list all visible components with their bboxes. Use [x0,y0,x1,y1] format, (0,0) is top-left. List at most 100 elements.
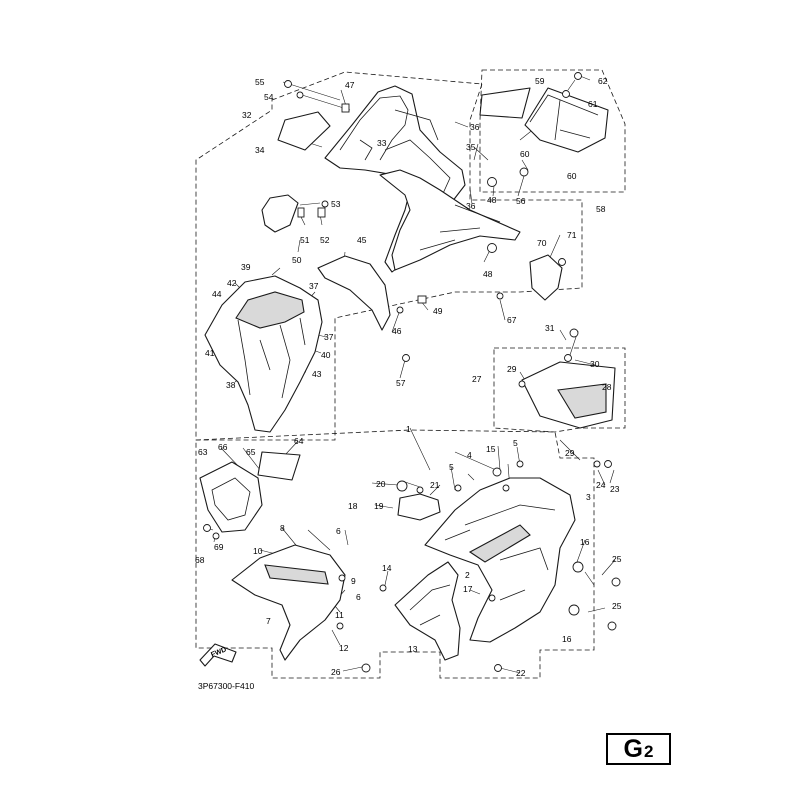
callout: 43 [312,369,322,379]
callout: 13 [408,644,418,654]
callout: 42 [227,278,237,288]
callout: 52 [320,235,330,245]
callout: 38 [226,380,236,390]
bolt-25a [611,577,621,587]
bracket-70 [529,254,563,301]
callout: 31 [545,323,555,333]
nut-48b [487,243,497,253]
bolt-56 [519,167,529,177]
bolt-67 [496,292,504,300]
callout: 23 [610,484,620,494]
duct-45 [317,255,391,331]
callout: 9 [351,576,356,586]
page-code-letter: G [623,734,643,763]
side-cowl-inner [235,291,305,329]
callout: 1 [406,424,411,434]
callout: 33 [377,138,387,148]
nut-16b [568,604,580,616]
clip-29 [518,380,526,388]
bolt-17 [488,594,496,602]
callout: 46 [392,326,402,336]
frame-lower-cowl [195,429,595,679]
side-panel-group [521,361,616,429]
callout: 71 [567,230,577,240]
callout: 35 [466,142,476,152]
callout: 57 [396,378,406,388]
callout: 28 [602,382,612,392]
washer-54 [296,91,304,99]
nut-16a [572,561,584,573]
clip-47 [341,103,350,113]
callout: 4 [467,450,472,460]
callout: 45 [357,235,367,245]
callout: 14 [382,563,392,573]
callout: 6 [356,592,361,602]
callout: 68 [195,555,205,565]
callout: 10 [253,546,263,556]
callout: 15 [486,444,496,454]
callout: 64 [294,436,304,446]
lower-cowl-group [199,451,576,661]
callout: 5 [513,438,518,448]
clip-5b [454,484,462,492]
bolt-53 [321,200,329,208]
frame-headlight-bracket [479,69,626,193]
callout: 27 [472,374,482,384]
callout: 65 [246,447,256,457]
bolt-57 [402,354,410,362]
callout: 58 [596,204,606,214]
callout-labels: 1 2 3 4 5 5 6 6 7 8 9 10 11 12 13 14 15 … [195,76,622,678]
drawing-code: 3P67300-F410 [198,681,255,691]
callout: 36 [470,122,480,132]
callout: 5 [449,462,454,472]
bolt-31 [569,328,579,338]
callout: 70 [537,238,547,248]
callout: 61 [588,99,598,109]
callout: 55 [255,77,265,87]
callout: 69 [214,542,224,552]
callout: 22 [516,668,526,678]
callout: 53 [331,199,341,209]
bolt-62 [574,72,582,80]
bolt-14 [379,584,387,592]
callout: 56 [516,196,526,206]
clip-5 [516,460,524,468]
page-code-number: 2 [643,742,654,761]
bulb-51 [297,207,305,218]
fwd-arrow: FWD [199,643,237,667]
callout: 16 [580,537,590,547]
callout: 8 [280,523,285,533]
page-code-box: G 2 [606,733,671,765]
clip-9 [338,574,346,582]
washer-24 [593,460,601,468]
callout: 7 [266,616,271,626]
bolt-22 [494,664,502,672]
callout: 29 [507,364,517,374]
callout: 12 [339,643,349,653]
fasteners [203,72,621,673]
lens-plate [479,87,531,119]
callout: 3 [586,492,591,502]
callout: 25 [612,554,622,564]
nut-30 [564,354,572,362]
upper-cowl-group [261,85,609,331]
callout: 17 [463,584,473,594]
callout: 21 [430,480,440,490]
callout: 20 [376,479,386,489]
side-panel-insert [557,383,607,419]
callout: 24 [596,480,606,490]
nut-48a [487,177,497,187]
callout: 29 [565,448,575,458]
washer-69 [212,532,220,540]
bolt-46 [396,306,404,314]
callout: 41 [205,348,215,358]
clip-49 [417,295,427,304]
callout: 30 [590,359,600,369]
callout: 18 [348,501,358,511]
callout: 54 [264,92,274,102]
callout: 6 [336,526,341,536]
inner-cover-13 [394,561,461,661]
callout: 49 [433,306,443,316]
socket-52 [317,207,326,218]
callout: 60 [520,149,530,159]
